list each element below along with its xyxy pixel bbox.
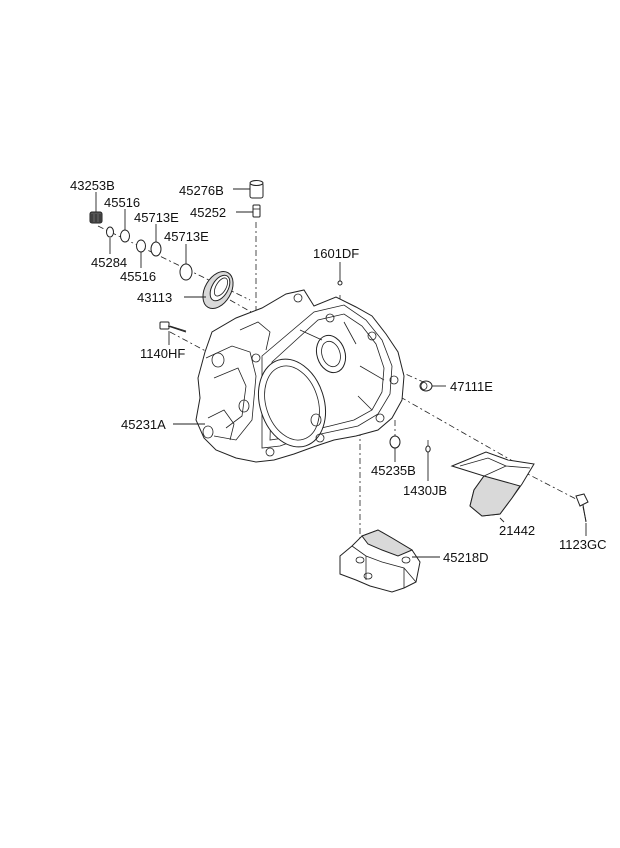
- label-1430jb: 1430JB: [403, 483, 447, 498]
- label-45516-a: 45516: [104, 195, 140, 210]
- cap-45276b: [249, 180, 264, 199]
- shim-45713e-b: [179, 263, 193, 281]
- label-21442: 21442: [499, 523, 535, 538]
- breather-1601df: [337, 280, 343, 286]
- label-45235b: 45235B: [371, 463, 416, 478]
- leader-lines: [95, 188, 587, 558]
- snap-ring-45516-a: [120, 229, 130, 243]
- bolt-1123gc: [575, 493, 589, 523]
- label-1601df: 1601DF: [313, 246, 359, 261]
- label-43113: 43113: [137, 290, 172, 305]
- plug-45235b: [389, 435, 401, 449]
- label-43253b: 43253B: [70, 178, 115, 193]
- pin-1430jb: [425, 445, 431, 453]
- label-45713e-a: 45713E: [134, 210, 179, 225]
- label-47111e: 47111E: [450, 379, 493, 394]
- o-ring-45284: [106, 226, 114, 238]
- part-labels: 43253B 45516 45713E 45713E 45284 45516 4…: [70, 178, 606, 565]
- bolt-1140hf: [159, 321, 187, 333]
- label-1140hf: 1140HF: [140, 346, 185, 361]
- plug-47111e: [419, 380, 433, 392]
- label-45284: 45284: [91, 255, 127, 270]
- drain-plug-43253b: [89, 211, 103, 224]
- label-45276b: 45276B: [179, 183, 224, 198]
- mount-bracket-45218d: [339, 529, 421, 593]
- transaxle-case-45231a: [195, 289, 405, 463]
- label-45218d: 45218D: [443, 550, 489, 565]
- label-45252: 45252: [190, 205, 226, 220]
- pin-45252: [252, 204, 261, 218]
- label-45516-b: 45516: [120, 269, 156, 284]
- shim-45713e-a: [150, 241, 162, 257]
- snap-ring-45516-b: [136, 239, 146, 253]
- label-45713e-b: 45713E: [164, 229, 209, 244]
- label-45231a: 45231A: [121, 417, 166, 432]
- oil-guide-21442: [450, 451, 535, 517]
- oil-seal-43113: [202, 271, 234, 309]
- label-1123gc: 1123GC: [559, 537, 606, 552]
